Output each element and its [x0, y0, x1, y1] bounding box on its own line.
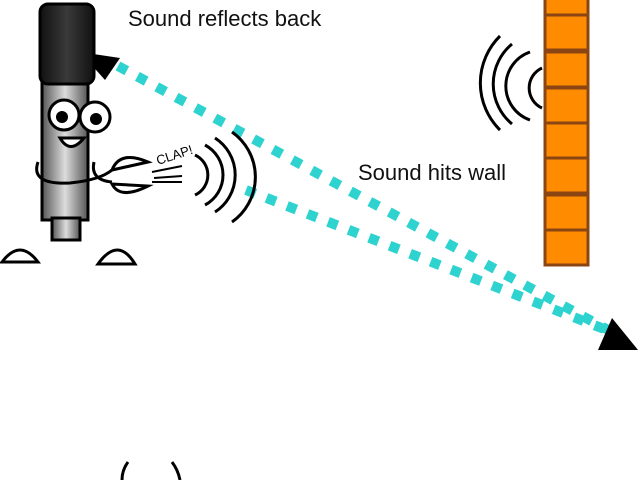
clap-label: CLAP! — [154, 142, 194, 168]
brick — [543, 86, 590, 125]
brick — [543, 228, 590, 267]
wall-sound-waves-icon — [478, 34, 543, 132]
brick — [543, 13, 590, 52]
brick — [543, 193, 590, 232]
brick — [543, 50, 590, 89]
arrowhead-icon — [598, 318, 638, 350]
reflect-label: Sound reflects back — [128, 6, 322, 31]
left-foot — [0, 248, 42, 264]
hits-wall-label: Sound hits wall — [358, 160, 506, 185]
brick — [543, 156, 590, 195]
clap-sound-waves-icon — [194, 130, 257, 224]
sound-path — [115, 61, 615, 337]
brick — [543, 0, 590, 17]
microphone-character — [0, 2, 257, 266]
partial-figure — [120, 461, 182, 480]
brick-wall — [543, 0, 590, 267]
brick — [543, 121, 590, 160]
right-foot — [95, 248, 138, 266]
